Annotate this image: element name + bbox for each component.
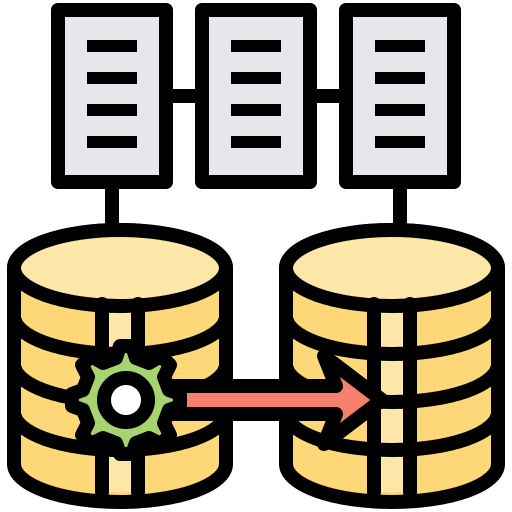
server-left [51,3,173,189]
server-left-slot-2 [87,72,137,84]
database-target [279,223,505,509]
server-left-slot-1 [87,40,137,52]
server-left-slot-4 [87,136,137,148]
database-source-top [7,223,233,313]
database-target-ring-3 [279,405,505,457]
server-right-slot-1 [375,40,425,52]
server-middle-slot-3 [231,104,281,116]
server-middle [195,3,317,189]
transfer-arrow-icon [157,349,389,451]
server-middle-slot-1 [231,40,281,52]
gear-hole [97,371,155,429]
server-middle-body [195,3,317,189]
transfer-arrow-shape [157,349,389,451]
gear-icon [65,339,187,461]
server-right [339,3,461,189]
server-right-slot-3 [375,104,425,116]
server-right-body [339,3,461,189]
database-target-top [279,223,505,313]
server-left-body [51,3,173,189]
server-left-slot-3 [87,104,137,116]
server-right-slot-4 [375,136,425,148]
server-right-slot-2 [375,72,425,84]
server-middle-slot-4 [231,136,281,148]
database-target-ring-1 [279,309,505,361]
server-middle-slot-2 [231,72,281,84]
